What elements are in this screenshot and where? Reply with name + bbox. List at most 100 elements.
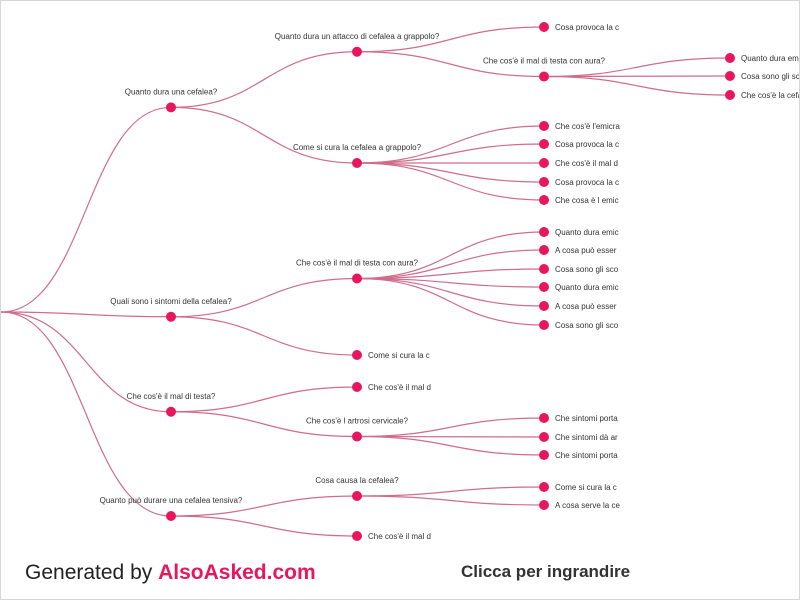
leaf-question-node[interactable]: Che cos'è il mal d	[352, 531, 431, 541]
leaf-question-label: Cosa provoca la c	[555, 140, 619, 149]
leaf-question-node[interactable]: Cosa sono gli sco	[725, 71, 799, 81]
node-dot[interactable]	[539, 71, 549, 82]
node-dot[interactable]	[539, 500, 549, 510]
tree-link	[170, 316, 358, 356]
node-dot[interactable]	[539, 264, 549, 274]
leaf-question-node[interactable]: A cosa può esser	[539, 301, 617, 311]
generated-by-credit: Generated by AlsoAsked.com	[25, 561, 316, 585]
node-dot[interactable]	[539, 139, 549, 149]
alsoasked-brand-link[interactable]: AlsoAsked.com	[158, 561, 316, 584]
question-node[interactable]: Che cos'è il mal di testa con aura?	[296, 259, 419, 284]
leaf-question-label: Che sintomi porta	[555, 414, 618, 423]
node-dot[interactable]	[352, 46, 362, 57]
question-node[interactable]: Che cos'è il mal di testa con aura?	[483, 57, 606, 82]
tree-link	[170, 495, 358, 517]
leaf-question-node[interactable]: Che cosa è l emic	[539, 195, 619, 205]
node-dot[interactable]	[539, 450, 549, 460]
leaf-question-node[interactable]: Che sintomi porta	[539, 450, 618, 460]
tree-link	[356, 162, 545, 183]
node-dot[interactable]	[539, 195, 549, 205]
leaf-question-node[interactable]: Che cos'è il mal d	[352, 382, 431, 392]
leaf-question-node[interactable]: Cosa provoca la c	[539, 22, 619, 32]
node-dot[interactable]	[539, 158, 549, 168]
leaf-question-label: Cosa sono gli sco	[555, 321, 619, 330]
leaf-question-node[interactable]: Cosa provoca la c	[539, 139, 619, 149]
node-dot[interactable]	[352, 158, 362, 168]
tree-link	[543, 57, 731, 78]
question-node[interactable]: Quanto dura una cefalea?	[125, 87, 218, 113]
node-dot[interactable]	[539, 177, 549, 187]
leaf-question-node[interactable]: A cosa serve la ce	[539, 500, 620, 510]
node-dot[interactable]	[725, 90, 735, 100]
node-dot[interactable]	[539, 320, 549, 330]
question-label: Quanto dura un attacco di cefalea a grap…	[275, 32, 440, 41]
question-node[interactable]: Che cos'è il mal di testa?	[127, 392, 216, 417]
leaf-question-node[interactable]: Che cos'è il mal d	[539, 158, 618, 168]
tree-link	[356, 435, 545, 456]
leaf-question-label: Come si cura la c	[555, 483, 617, 492]
question-node[interactable]: Quanto può durare una cefalea tensiva?	[100, 496, 243, 521]
node-dot[interactable]	[352, 382, 362, 392]
tree-link	[1, 311, 172, 517]
node-dot[interactable]	[539, 482, 549, 492]
question-node[interactable]: Cosa causa la cefalea?	[315, 476, 399, 501]
node-dot[interactable]	[725, 53, 735, 63]
tree-link	[170, 515, 358, 537]
node-dot[interactable]	[352, 431, 362, 442]
leaf-question-node[interactable]: Cosa sono gli sco	[539, 264, 619, 274]
node-dot[interactable]	[539, 413, 549, 423]
node-dot[interactable]	[725, 71, 735, 81]
tree-link	[356, 249, 545, 280]
tree-link	[356, 51, 545, 78]
leaf-question-label: Cosa sono gli sco	[555, 265, 619, 274]
node-dot[interactable]	[539, 22, 549, 32]
leaf-question-node[interactable]: Che cos'è la cefal	[725, 90, 799, 100]
node-dot[interactable]	[539, 282, 549, 292]
click-to-enlarge-link[interactable]: Clicca per ingrandire	[461, 562, 631, 581]
leaf-question-node[interactable]: Come si cura la c	[539, 482, 617, 492]
node-dot[interactable]	[539, 121, 549, 131]
leaf-question-node[interactable]: Che sintomi dà ar	[539, 432, 618, 442]
leaf-question-node[interactable]: Che sintomi porta	[539, 413, 618, 423]
node-dot[interactable]	[166, 406, 176, 417]
node-dot[interactable]	[539, 432, 549, 442]
question-label: Come si cura la cefalea a grappolo?	[293, 143, 422, 152]
leaf-question-node[interactable]: Che cos'è l'emicra	[539, 121, 620, 131]
node-dot[interactable]	[539, 301, 549, 311]
node-dot[interactable]	[352, 273, 362, 284]
node-dot[interactable]	[539, 227, 549, 237]
leaf-question-label: A cosa può esser	[555, 302, 617, 311]
node-dot[interactable]	[166, 102, 176, 113]
node-dot[interactable]	[539, 245, 549, 255]
leaf-question-node[interactable]: Quanto dura emic	[539, 227, 619, 237]
leaf-question-label: Quanto dura emic	[741, 54, 799, 63]
node-dot[interactable]	[166, 311, 176, 322]
leaf-question-node[interactable]: Quanto dura emic	[725, 53, 799, 63]
node-dot[interactable]	[352, 491, 362, 501]
leaf-question-node[interactable]: A cosa può esser	[539, 245, 617, 255]
tree-link	[1, 311, 172, 318]
question-node[interactable]: Come si cura la cefalea a grappolo?	[293, 143, 422, 168]
leaf-question-node[interactable]: Cosa sono gli sco	[539, 320, 619, 330]
leaf-question-label: Che sintomi dà ar	[555, 433, 618, 442]
question-node[interactable]: Quanto dura un attacco di cefalea a grap…	[275, 32, 440, 57]
question-label: Che cos'è il mal di testa con aura?	[483, 57, 606, 66]
node-dot[interactable]	[166, 511, 176, 521]
leaf-question-node[interactable]: Quanto dura emic	[539, 282, 619, 292]
leaf-question-node[interactable]: Cosa provoca la c	[539, 177, 619, 187]
node-dot[interactable]	[352, 531, 362, 541]
leaf-question-node[interactable]: Come si cura la c	[352, 350, 430, 360]
question-label: Cosa causa la cefalea?	[315, 476, 399, 485]
question-node[interactable]: Quali sono i sintomi della cefalea?	[110, 297, 232, 322]
leaf-question-label: Che cos'è la cefal	[741, 91, 799, 100]
leaf-question-label: Cosa provoca la c	[555, 23, 619, 32]
tree-link	[356, 231, 545, 280]
leaf-question-label: Che cosa è l emic	[555, 196, 619, 205]
tree-link	[170, 411, 358, 438]
question-node[interactable]: Che cos'è l artrosi cervicale?	[306, 417, 409, 442]
tree-link	[170, 106, 358, 164]
node-dot[interactable]	[352, 350, 362, 360]
question-label: Quanto dura una cefalea?	[125, 87, 218, 96]
tree-link	[170, 277, 358, 318]
